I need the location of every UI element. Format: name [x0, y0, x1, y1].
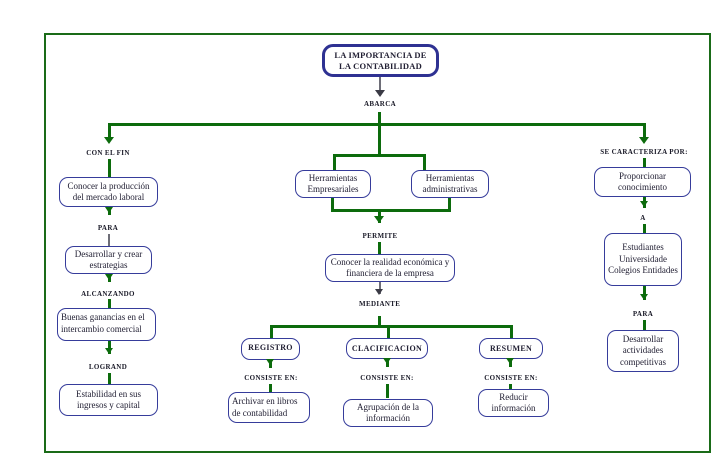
- node-estabilidad-ingresos[interactable]: Estabilidad en sus ingresos y capital: [59, 384, 158, 416]
- node-metodo-clacificacion[interactable]: CLACIFICACION: [346, 338, 428, 359]
- node-detalle-reducir[interactable]: Reducir información: [478, 389, 549, 417]
- connector-to-mediante: [379, 282, 381, 294]
- node-desarrollar-estrategias[interactable]: Desarrollar y crear estrategias: [65, 246, 152, 274]
- node-detalle-archivar[interactable]: Archivar en libros de contabilidad: [228, 392, 310, 423]
- connector-center-right-drop: [423, 154, 426, 170]
- connector-registro-2: [269, 384, 272, 392]
- arrow-title-to-abarca: [375, 90, 385, 97]
- connector-label-para-right: PARA: [632, 310, 654, 318]
- arrow-registro-consiste: [266, 359, 274, 365]
- connector-methods-bus: [270, 325, 513, 328]
- arrow-right-a: [640, 201, 648, 207]
- connector-title-to-abarca: [379, 77, 381, 94]
- connector-left-3: [108, 234, 110, 246]
- connector-left-7: [108, 373, 111, 384]
- connector-label-a: A: [640, 214, 646, 222]
- arrow-left-logrand: [105, 348, 113, 354]
- connector-left-6: [108, 341, 111, 354]
- connector-label-mediante: MEDIANTE: [359, 300, 401, 308]
- node-realidad-economica[interactable]: Conocer la realidad económica y financie…: [325, 254, 455, 282]
- connector-right-4: [643, 286, 646, 300]
- connector-label-consiste-resumen: CONSISTE EN:: [484, 374, 538, 382]
- connector-label-para-left: PARA: [97, 224, 119, 232]
- connector-left-1: [108, 159, 111, 177]
- connector-left-5: [108, 299, 111, 308]
- connector-method-3-drop: [510, 325, 513, 338]
- connector-label-abarca: ABARCA: [363, 100, 397, 108]
- node-herramientas-empresariales[interactable]: Herramientas Empresariales: [295, 170, 371, 198]
- connector-right-3: [643, 224, 646, 233]
- diagram-canvas: LA IMPORTANCIA DE LA CONTABILIDAD ABARCA…: [44, 33, 711, 453]
- arrow-left-alcanzando: [105, 274, 113, 280]
- node-detalle-agrupacion[interactable]: Agrupación de la información: [343, 399, 433, 427]
- arrow-right-branch: [639, 137, 649, 144]
- node-conocer-produccion[interactable]: Conocer la producción del mercado labora…: [59, 177, 158, 207]
- node-metodo-registro[interactable]: REGISTRO: [241, 338, 300, 360]
- connector-center-left-join: [331, 198, 334, 212]
- arrow-left-para: [105, 207, 113, 213]
- connector-center-right-join: [448, 198, 451, 212]
- node-title[interactable]: LA IMPORTANCIA DE LA CONTABILIDAD: [322, 44, 439, 77]
- node-estudiantes-entidades[interactable]: Estudiantes Universidade Colegios Entida…: [604, 233, 682, 286]
- connector-label-consiste-clacificacion: CONSISTE EN:: [360, 374, 414, 382]
- node-proporcionar-conocimiento[interactable]: Proporcionar conocimiento: [594, 167, 691, 197]
- connector-right-1: [643, 158, 646, 174]
- connector-abarca-stem: [378, 112, 381, 126]
- arrow-right-para: [640, 294, 648, 300]
- arrow-clacificacion-consiste: [383, 358, 391, 364]
- connector-left-drop: [108, 123, 111, 141]
- connector-clacificacion-2: [386, 384, 389, 398]
- connector-resumen-2: [509, 384, 512, 390]
- connector-center-split-bus: [333, 154, 426, 157]
- connector-right-drop: [643, 123, 646, 141]
- connector-center-stem: [378, 123, 381, 157]
- connector-center-left-drop: [333, 154, 336, 170]
- node-desarrollar-actividades[interactable]: Desarrollar actividades competitivas: [607, 330, 679, 372]
- connector-permite-stem: [378, 242, 381, 254]
- connector-label-alcanzando: ALCANZANDO: [81, 290, 135, 298]
- connector-label-con-el-fin: CON EL FIN: [86, 149, 130, 157]
- connector-main-bus: [108, 123, 645, 126]
- arrow-left-branch: [104, 137, 114, 144]
- node-buenas-ganancias[interactable]: Buenas ganancias en el intercambio comer…: [57, 308, 156, 341]
- connector-method-1-drop: [270, 325, 273, 338]
- arrow-permite: [374, 216, 384, 223]
- node-herramientas-administrativas[interactable]: Herramientas administrativas: [411, 170, 489, 198]
- connector-center-join-bus: [331, 209, 451, 212]
- arrow-resumen-consiste: [506, 358, 514, 364]
- connector-label-logrand: LOGRAND: [88, 363, 128, 371]
- connector-label-consiste-registro: CONSISTE EN:: [244, 374, 298, 382]
- connector-label-permite: PERMITE: [362, 232, 398, 240]
- connector-method-2-drop: [387, 325, 390, 338]
- node-metodo-resumen[interactable]: RESUMEN: [479, 338, 543, 359]
- arrow-mediante: [375, 289, 383, 295]
- connector-label-se-caracteriza: SE CARACTERIZA POR:: [600, 148, 688, 156]
- connector-mediante-stem: [378, 316, 381, 328]
- connector-right-5: [643, 320, 646, 330]
